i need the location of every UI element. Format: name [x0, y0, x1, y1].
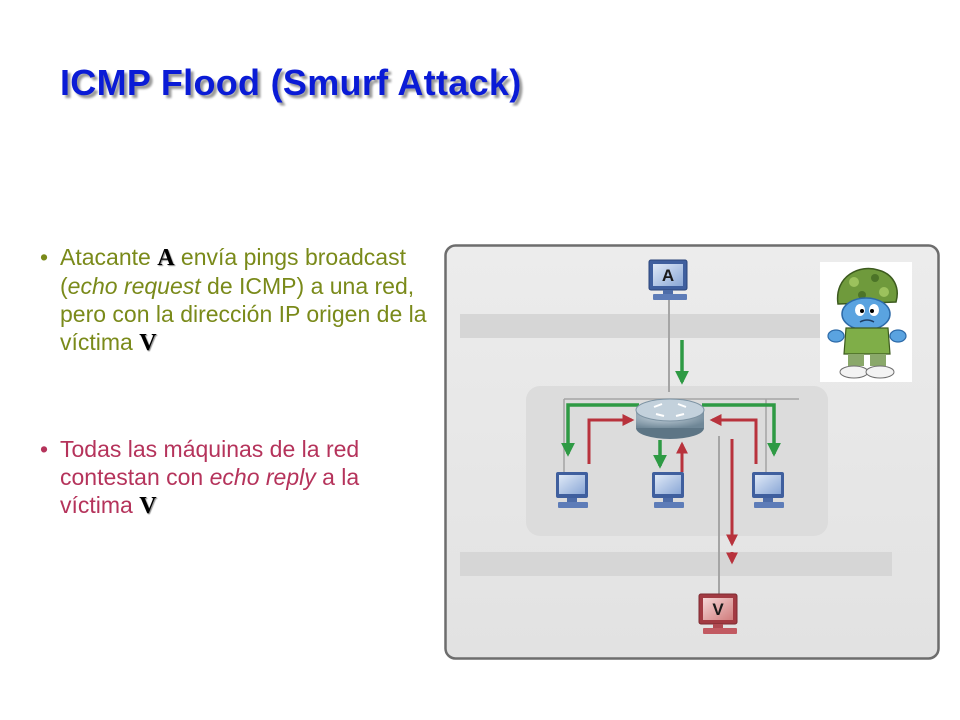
reply-arrow-host-1 — [587, 414, 635, 464]
attacker-letter: A — [157, 245, 175, 271]
request-arrow-host-3 — [702, 403, 781, 457]
bullet-list: Atacante A envía pings broadcast (echo r… — [40, 243, 430, 520]
bullet-attacker: Atacante A envía pings broadcast (echo r… — [40, 243, 430, 357]
bottom-network-segment — [460, 552, 892, 576]
bullet-part: Atacante — [60, 244, 158, 270]
echo-request-arrows — [561, 340, 781, 469]
bullet-part: de ICMP) a una red, pero con la direcció… — [60, 273, 427, 355]
victim-label: V — [712, 600, 724, 619]
bullet-replies: Todas las máquinas de la red contestan c… — [40, 435, 430, 520]
smurf-attacker-illustration — [820, 262, 912, 382]
victim-computer-icon: V — [698, 593, 738, 634]
echo-reply-arrows — [587, 414, 758, 565]
lan-host-2-icon — [652, 472, 684, 508]
bullet-part: Todas las máquinas de la red contestan c… — [60, 436, 360, 490]
bullet-part: envía pings broadcast ( — [60, 244, 406, 299]
broadcast-lan-area — [526, 386, 828, 536]
top-network-segment — [460, 314, 856, 338]
attacker-computer-icon: A — [648, 259, 688, 300]
reply-arrow-host-3 — [709, 414, 758, 464]
bullet-part: a la víctima — [60, 464, 360, 518]
echo-request-term: echo request — [67, 273, 201, 299]
router-icon — [635, 398, 705, 439]
lan-host-1-icon — [556, 472, 588, 508]
echo-reply-term: echo reply — [209, 464, 316, 490]
request-arrow-host-1 — [561, 403, 639, 457]
slide-title: ICMP Flood (Smurf Attack) — [60, 62, 522, 103]
attacker-label: A — [662, 266, 674, 285]
victim-letter: V — [139, 493, 157, 519]
victim-letter: V — [139, 330, 157, 356]
network-diagram: A V — [444, 244, 940, 660]
lan-host-3-icon — [752, 472, 784, 508]
